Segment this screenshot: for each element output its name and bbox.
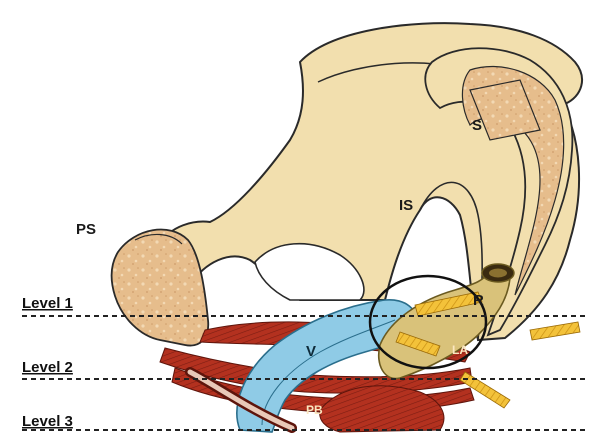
- label-ischial-spine: IS: [399, 197, 413, 214]
- label-levator-ani: LA: [452, 343, 468, 357]
- label-pubic-symphysis: PS: [76, 221, 96, 238]
- level1-label: Level 1: [22, 295, 73, 312]
- label-sacrum: S: [472, 117, 482, 134]
- level3-label: Level 3: [22, 413, 73, 430]
- label-vagina: V: [306, 343, 316, 360]
- label-rectum: R: [473, 292, 484, 309]
- label-perineal-body: PB: [306, 403, 323, 417]
- level2-label: Level 2: [22, 359, 73, 376]
